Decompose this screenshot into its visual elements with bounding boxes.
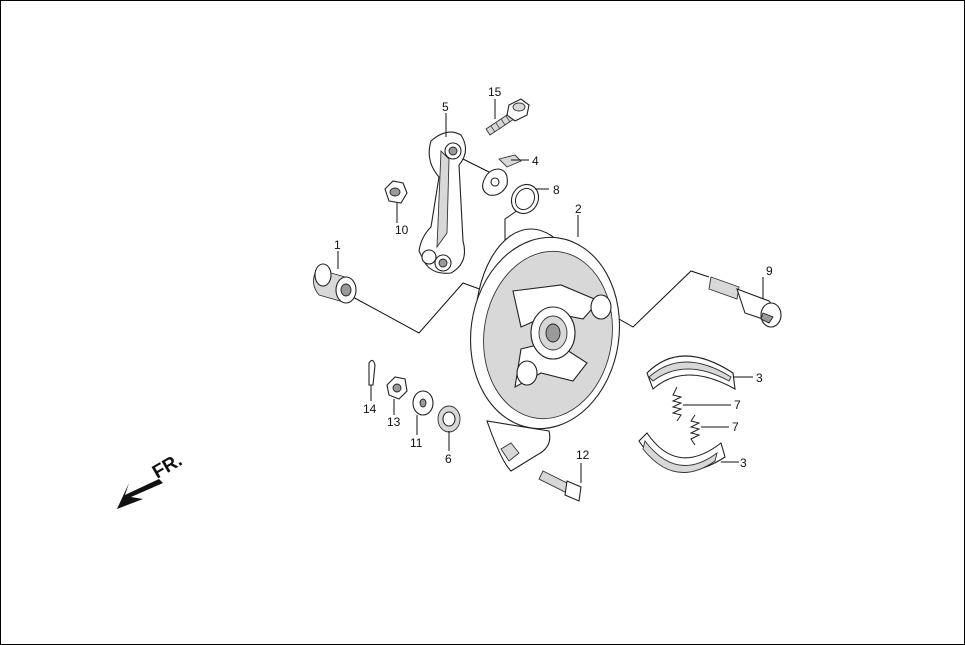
callout-leaders — [337, 99, 764, 483]
bolt-part-15 — [485, 98, 530, 136]
callout-9: 9 — [766, 264, 773, 278]
callout-5: 5 — [442, 100, 449, 114]
callout-10: 10 — [395, 223, 409, 237]
bolt-part-12 — [538, 470, 582, 502]
brake-arm-part-5 — [418, 131, 467, 274]
callout-7-upper: 7 — [734, 398, 741, 412]
callout-14: 14 — [363, 402, 377, 416]
callout-3-lower: 3 — [740, 456, 747, 470]
spring-part-7-b — [689, 414, 701, 446]
callout-8: 8 — [553, 183, 560, 197]
brake-shoe-upper-part-3 — [646, 355, 736, 391]
callout-11: 11 — [410, 436, 423, 450]
spring-part-7-a — [671, 386, 683, 422]
washer-part-11 — [412, 390, 434, 416]
callout-15: 15 — [488, 85, 502, 99]
callout-1: 1 — [334, 238, 341, 252]
callout-3-upper: 3 — [756, 371, 763, 385]
callout-12: 12 — [576, 448, 590, 462]
callout-7-lower: 7 — [732, 420, 739, 434]
brake-panel-part-2 — [469, 228, 621, 472]
cam-part-9 — [708, 276, 782, 328]
forward-direction-label: FR. — [149, 450, 186, 483]
wear-indicator-part-4 — [482, 154, 522, 196]
callout-6: 6 — [445, 452, 452, 466]
cotter-pin-part-14 — [368, 359, 376, 386]
callout-labels: 1 2 3 3 4 5 6 7 7 8 9 10 11 12 13 14 15 — [334, 85, 773, 470]
brake-shoe-lower-part-3 — [638, 432, 726, 473]
callout-2: 2 — [575, 202, 582, 216]
collar-part-1 — [313, 263, 357, 304]
nut-part-13 — [386, 376, 408, 400]
nut-part-10 — [384, 180, 408, 204]
callout-13: 13 — [387, 415, 401, 429]
o-ring-part-8 — [510, 183, 540, 215]
forward-direction-arrow-icon — [117, 479, 163, 509]
seal-part-6 — [437, 405, 461, 433]
callout-4: 4 — [532, 154, 539, 168]
